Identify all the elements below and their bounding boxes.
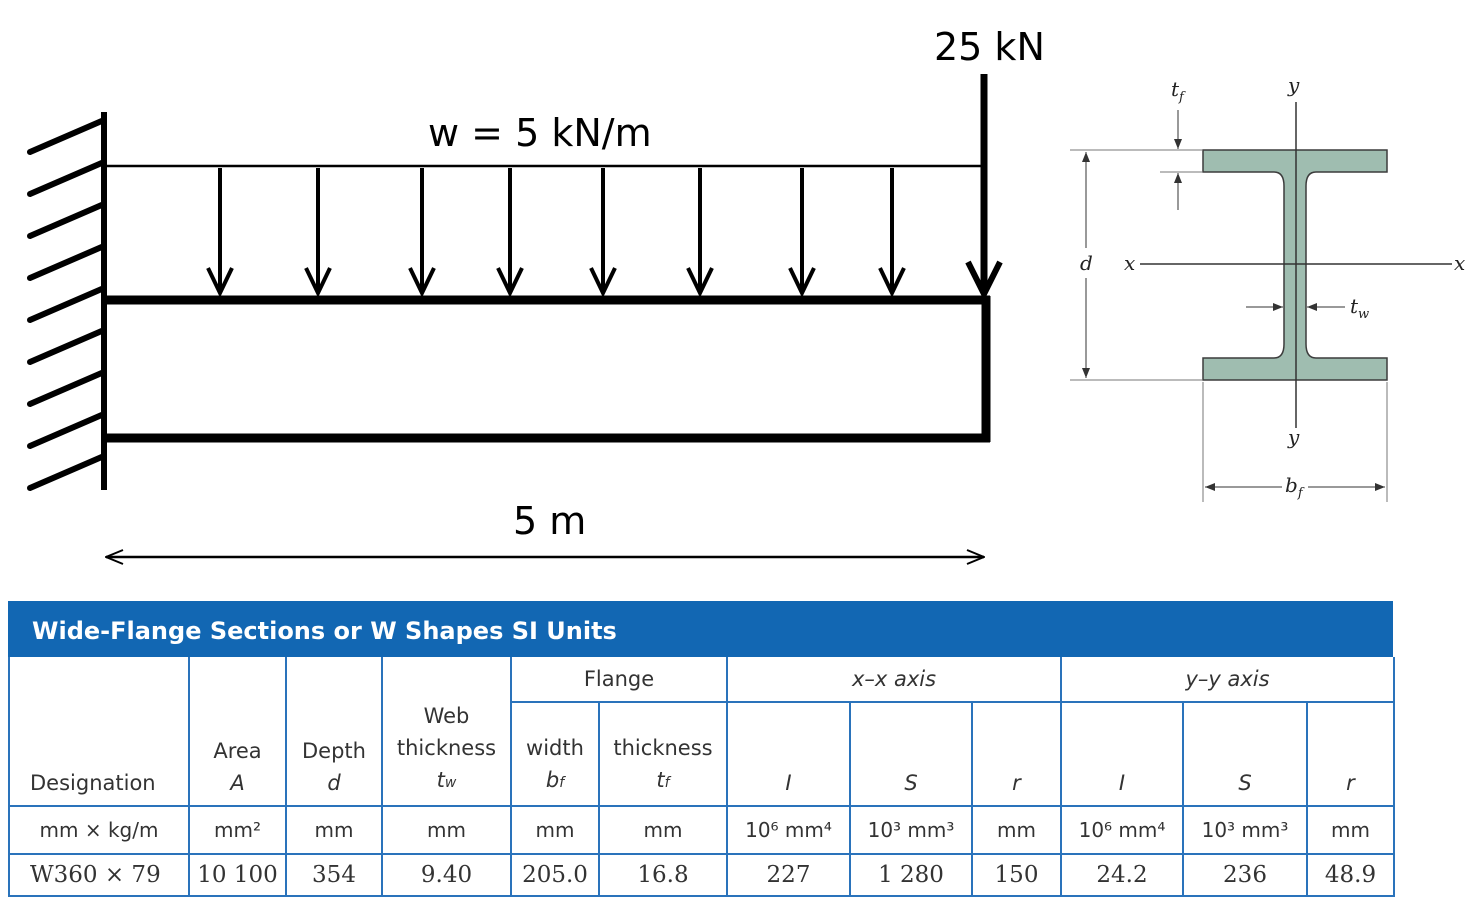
- unit-cell: mm: [381, 805, 512, 855]
- hatch-line: [27, 453, 107, 491]
- col-yy-S: S: [1182, 701, 1308, 807]
- fixed-support: [27, 112, 107, 491]
- col-xx-S: S: [849, 701, 973, 807]
- unit-cell: mm × kg/m: [8, 805, 190, 855]
- unit-cell: mm: [971, 805, 1062, 855]
- w-section-figure: [1070, 102, 1452, 502]
- load-arrow: [206, 168, 234, 298]
- value-cell: 227: [726, 853, 851, 897]
- value-cell: 236: [1182, 853, 1308, 897]
- table-title: Wide-Flange Sections or W Shapes SI Unit…: [8, 601, 1393, 657]
- value-cell: 354: [285, 853, 383, 897]
- load-arrow: [589, 168, 617, 298]
- tw-label: tw: [1350, 294, 1369, 322]
- hatch-line: [27, 117, 107, 155]
- value-cell: 24.2: [1060, 853, 1184, 897]
- group-yy-axis: y–y axis: [1060, 657, 1395, 703]
- unit-cell: mm: [285, 805, 383, 855]
- value-cell: 150: [971, 853, 1062, 897]
- distributed-load-label: w = 5 kN/m: [428, 111, 652, 155]
- w-section-shape: [1202, 149, 1388, 381]
- d-label: d: [1080, 251, 1093, 275]
- y-axis-top-label: y: [1287, 73, 1300, 97]
- load-arrow: [686, 168, 714, 298]
- point-load-arrow: [965, 74, 1003, 301]
- load-arrow: [408, 168, 436, 298]
- value-cell: 48.9: [1306, 853, 1395, 897]
- hatch-line: [27, 285, 107, 323]
- units-row: mm × kg/m mm² mm mm mm mm 10⁶ mm⁴ 10³ mm…: [8, 805, 1395, 855]
- hatch-line: [27, 243, 107, 281]
- load-arrow: [496, 168, 524, 298]
- span-label: 5 m: [513, 499, 586, 543]
- unit-cell: 10³ mm³: [849, 805, 973, 855]
- unit-cell: 10³ mm³: [1182, 805, 1308, 855]
- col-xx-r: r: [971, 701, 1062, 807]
- hatch-line: [27, 369, 107, 407]
- y-axis-bottom-label: y: [1287, 425, 1300, 449]
- group-xx-axis: x–x axis: [726, 657, 1062, 703]
- beam-diagram: w = 5 kN/m 25 kN 5 m tf y d x x tw y: [27, 25, 1465, 600]
- value-cell: 205.0: [510, 853, 600, 897]
- load-arrow: [304, 168, 332, 298]
- tf-label: tf: [1171, 77, 1186, 105]
- bf-label: bf: [1285, 473, 1305, 501]
- value-cell: 16.8: [598, 853, 728, 897]
- unit-cell: 10⁶ mm⁴: [1060, 805, 1184, 855]
- unit-cell: 10⁶ mm⁴: [726, 805, 851, 855]
- load-arrow: [878, 168, 906, 298]
- x-axis-left-label: x: [1124, 251, 1135, 275]
- col-xx-I: I: [726, 701, 851, 807]
- hatch-line: [27, 411, 107, 449]
- unit-cell: mm: [598, 805, 728, 855]
- hatch-line: [27, 159, 107, 197]
- unit-cell: mm: [1306, 805, 1395, 855]
- point-load-label: 25 kN: [934, 25, 1045, 69]
- col-yy-I: I: [1060, 701, 1184, 807]
- value-cell: 9.40: [381, 853, 512, 897]
- designation-cell: W360 × 79: [8, 853, 190, 897]
- hatch-line: [27, 327, 107, 365]
- x-axis-right-label: x: [1454, 251, 1465, 275]
- distributed-load: [104, 164, 984, 298]
- unit-cell: mm: [510, 805, 600, 855]
- col-designation: Designation: [8, 657, 190, 807]
- group-flange: Flange: [510, 657, 728, 703]
- table-row: W360 × 79 10 100 354 9.40 205.0 16.8 227…: [8, 853, 1395, 897]
- beam: [104, 295, 991, 443]
- unit-cell: mm²: [188, 805, 287, 855]
- value-cell: 1 280: [849, 853, 973, 897]
- col-yy-r: r: [1306, 701, 1395, 807]
- hatch-line: [27, 201, 107, 239]
- value-cell: 10 100: [188, 853, 287, 897]
- load-arrow: [788, 168, 816, 298]
- w-shapes-table: Wide-Flange Sections or W Shapes SI Unit…: [8, 601, 1395, 897]
